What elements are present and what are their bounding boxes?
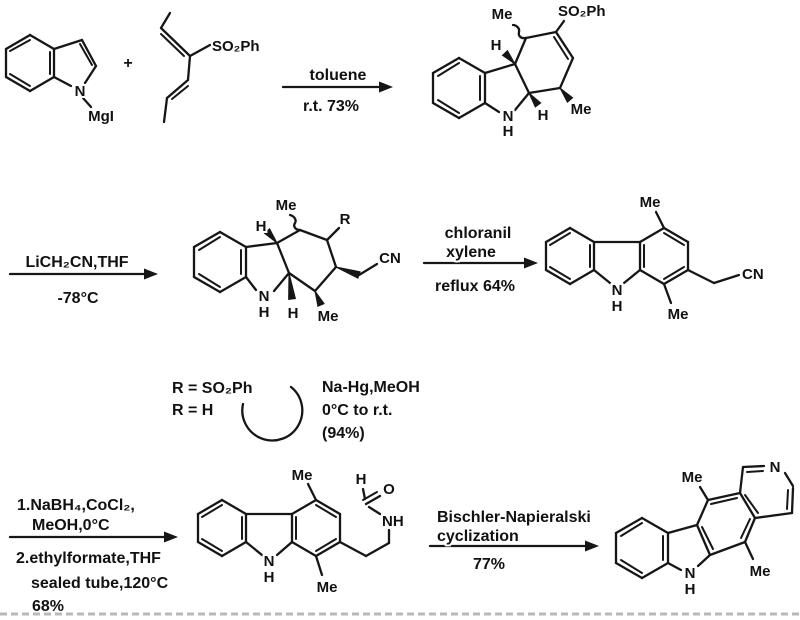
nitrogen-label: N <box>685 565 696 582</box>
h-label: H <box>256 218 267 235</box>
r-group-label: R <box>340 211 351 228</box>
reaction-arrow-1: toluene r.t. 73% <box>281 65 393 117</box>
wavy-bond <box>288 213 302 232</box>
molecule-dimethylcarbazole-nitrile: Me CN Me N H <box>544 192 766 325</box>
oxygen-label: O <box>383 481 395 498</box>
wedge-h <box>501 49 516 65</box>
methyl-label: Me <box>668 306 689 323</box>
methyl-label: Me <box>318 308 339 325</box>
methyl-label: Me <box>571 101 592 118</box>
pyridine-nitrogen-label: N <box>770 459 781 476</box>
wedge-me <box>559 87 574 103</box>
bond-lines <box>614 464 795 580</box>
bond-lines <box>159 11 212 124</box>
arrow4-step2-conditions: sealed tube,120°C <box>31 575 169 592</box>
methyl-label: Me <box>682 469 703 486</box>
nitrogen-label: N <box>612 282 623 299</box>
molecule-carbazole-formamide: Me H O NH Me N H <box>196 465 406 598</box>
arrow4-step1-reagents: 1.NaBH₄,CoCl₂, <box>17 497 135 514</box>
nitrogen-label: N <box>75 83 86 100</box>
bond-lines <box>431 19 575 120</box>
arrow4-step2-reagents: 2.ethylformate,THF <box>16 550 161 567</box>
arrow5-reaction-name-1: Bischler-Napieralski <box>437 509 591 526</box>
arrow4-yield: 68% <box>32 598 64 615</box>
sulfonyl-label: SO₂Ph <box>558 3 606 20</box>
plus-sign: + <box>123 55 132 72</box>
wedge-ch2cn <box>335 266 361 279</box>
methyl-label: Me <box>492 6 513 23</box>
molecule-tetrahydrocarbazole-sulfone: Me SO₂Ph H H Me N H <box>431 1 608 142</box>
wavy-bond <box>511 23 528 40</box>
arrow-head <box>379 81 393 93</box>
arrow3-reagent: chloranil <box>445 225 512 242</box>
arrow-head <box>144 268 158 280</box>
bond-lines <box>196 482 391 577</box>
wedge-h <box>263 228 278 244</box>
curved-arrow <box>241 385 304 442</box>
arrow-head <box>524 257 538 269</box>
arrow5-reaction-name-2: cyclization <box>437 528 519 545</box>
molecule-sulfonyl-diene: SO₂Ph <box>159 11 262 124</box>
arrow-head <box>164 531 178 543</box>
desulfonylation-temp: 0°C to r.t. <box>322 402 392 419</box>
wedge-h <box>528 92 542 108</box>
r-definition-before: R = SO₂Ph <box>172 380 252 397</box>
arrow4-step1-solvent: MeOH,0°C <box>32 517 110 534</box>
arrow-head <box>585 540 599 552</box>
formyl-h-label: H <box>356 471 367 488</box>
nitrile-label: CN <box>742 266 764 283</box>
r-group-note: R = SO₂Ph R = H Na-Hg,MeOH 0°C to r.t. (… <box>170 377 422 444</box>
arrow1-conditions: r.t. 73% <box>303 98 359 115</box>
h-label: H <box>491 37 502 54</box>
bond-lines <box>192 213 379 294</box>
molecule-indolyl-magnesium-iodide: N MgI <box>4 33 116 127</box>
molecule-hexahydrocarbazole-nitrile: Me H R CN Me H N H <box>192 195 403 327</box>
nh-hydrogen-label: H <box>503 123 514 140</box>
mgi-label: MgI <box>88 108 114 125</box>
reaction-arrow-2: LiCH₂CN,THF -78°C <box>8 252 158 309</box>
arrow2-temp: -78°C <box>57 290 99 307</box>
methyl-label: Me <box>292 467 313 484</box>
nitrogen-label: N <box>259 288 270 305</box>
arrow5-yield: 77% <box>473 556 505 573</box>
molecule-ellipticine: Me N Me N H <box>614 457 795 600</box>
desulfonylation-reagent: Na-Hg,MeOH <box>322 379 420 396</box>
nh-hydrogen-label: H <box>264 569 275 586</box>
nh-hydrogen-label: H <box>259 304 270 321</box>
methyl-label: Me <box>276 197 297 214</box>
amide-nh-label: NH <box>382 513 404 530</box>
desulfonylation-yield: (94%) <box>322 425 365 442</box>
bond-lines <box>4 33 98 109</box>
h-label: H <box>538 107 549 124</box>
reaction-arrow-5: Bischler-Napieralski cyclization 77% <box>428 507 599 575</box>
reaction-arrow-4: 1.NaBH₄,CoCl₂, MeOH,0°C 2.ethylformate,T… <box>8 495 178 617</box>
reaction-arrow-3: chloranil xylene reflux 64% <box>422 223 538 297</box>
methyl-label: Me <box>750 563 771 580</box>
arrow1-solvent: toluene <box>310 67 367 84</box>
arrow3-conditions: reflux 64% <box>435 278 515 295</box>
bond-lines <box>544 210 741 305</box>
nh-hydrogen-label: H <box>685 581 696 598</box>
arrow3-solvent: xylene <box>446 244 496 261</box>
methyl-label: Me <box>640 194 661 211</box>
nh-hydrogen-label: H <box>612 298 623 315</box>
nitrogen-label: N <box>264 553 275 570</box>
r-definition-after: R = H <box>172 402 213 419</box>
wedge-me <box>314 290 325 307</box>
nitrile-label: CN <box>379 250 401 267</box>
sulfonyl-label: SO₂Ph <box>212 38 260 55</box>
nitrogen-label: N <box>503 108 514 125</box>
wedge-h <box>288 272 297 300</box>
h-label: H <box>288 305 299 322</box>
arrow2-reagent: LiCH₂CN,THF <box>25 254 128 271</box>
methyl-label: Me <box>317 579 338 596</box>
